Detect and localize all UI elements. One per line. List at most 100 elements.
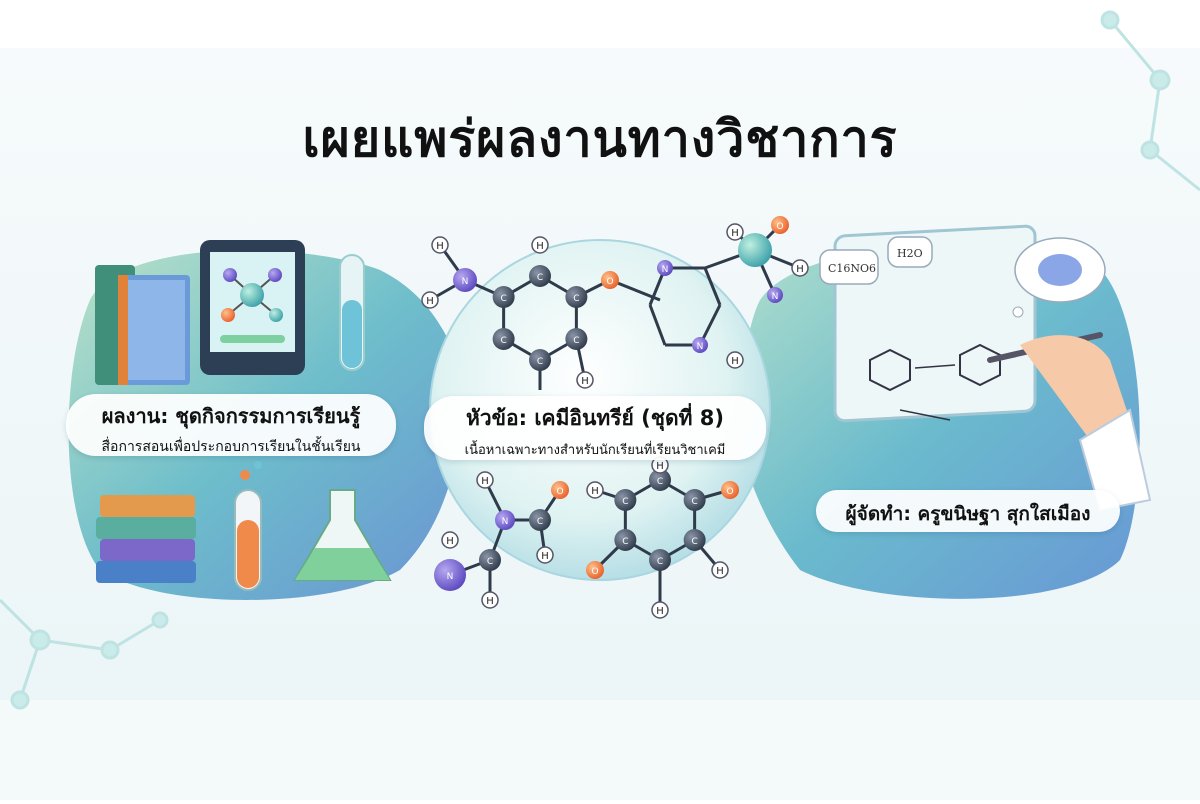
atom-label: H [486, 596, 494, 607]
atom [492, 286, 515, 308]
flask-icon [293, 489, 392, 581]
brain-thought-bubble-icon [1012, 237, 1106, 318]
atom [565, 328, 588, 350]
right-panel-label: ผู้จัดทำ: ครูขนิษฐา สุกใสเมือง [816, 490, 1120, 532]
atom [551, 481, 569, 499]
atom-label: C [500, 294, 506, 304]
atom [531, 236, 549, 254]
books-icon [95, 265, 190, 385]
atom [586, 561, 604, 579]
atom-label: N [462, 277, 469, 287]
atom-label: H [656, 606, 664, 617]
atom-label: C [691, 537, 697, 547]
atom [721, 481, 739, 499]
atom [431, 236, 449, 254]
atom [492, 328, 515, 350]
atom [738, 233, 772, 267]
atom-label: H [731, 228, 739, 239]
atom [614, 489, 637, 511]
atom-label: C [487, 557, 493, 567]
atom [536, 546, 554, 564]
atom [657, 260, 673, 276]
atom-label: N [502, 517, 509, 527]
atom [434, 559, 466, 591]
formula-text-1: C16NO6 [828, 262, 876, 275]
atom-label: C [537, 357, 543, 367]
atom [476, 471, 494, 489]
formula-bubble-1: C16NO6 [819, 249, 879, 285]
atom-label: H [731, 356, 739, 367]
atom-label: C [622, 537, 628, 547]
atom [565, 286, 588, 308]
formula-text-2: H2O [897, 247, 923, 260]
atom-label: C [573, 336, 579, 346]
hand-with-pen-icon [987, 332, 1152, 512]
atom [441, 531, 459, 549]
atom [586, 481, 604, 499]
atom-label: C [657, 477, 663, 487]
atom [495, 510, 515, 530]
right-panel-heading: ผู้จัดทำ: ครูขนิษฐา สุกใสเมือง [845, 503, 1091, 525]
atom-label: H [591, 486, 599, 497]
formula-bubble-2: H2O [887, 236, 933, 268]
atom-label: O [776, 222, 783, 232]
atom [692, 337, 708, 353]
atom-label: O [556, 487, 563, 497]
center-panel-subheading: เนื้อหาเฉพาะทางสำหรับนักเรียนที่เรียนวิช… [464, 443, 726, 458]
left-panel-label: ผลงาน: ชุดกิจกรรมการเรียนรู้ สื่อการสอนเ… [66, 394, 396, 456]
test-tube-orange-icon [234, 461, 262, 591]
atom [614, 529, 637, 551]
atom [683, 489, 706, 511]
stacked-books-icon [96, 495, 196, 583]
test-tube-icon [339, 254, 365, 371]
atom-label: C [691, 497, 697, 507]
atom [726, 351, 744, 369]
center-panel-label: หัวข้อ: เคมีอินทรีย์ (ชุดที่ 8) เนื้อหาเ… [424, 396, 766, 460]
atom [767, 287, 783, 303]
atom-label: H [716, 566, 724, 577]
atom [771, 216, 789, 234]
atom-label: H [481, 476, 489, 487]
atom-label: H [536, 241, 544, 252]
atom [683, 529, 706, 551]
atom [726, 223, 744, 241]
atom [529, 509, 551, 531]
atom [711, 561, 729, 579]
atom-label: O [591, 567, 598, 577]
atom-label: H [796, 264, 804, 275]
whiteboard-icon [833, 224, 1037, 423]
atom [791, 259, 809, 277]
atom-label: H [581, 376, 589, 387]
page-title: เผยแพร่ผลงานทางวิชาการ [302, 110, 898, 168]
atom-label: C [657, 557, 663, 567]
atom-label: C [537, 273, 543, 283]
atom-label: N [772, 292, 779, 302]
atom-label: O [606, 277, 613, 287]
atom [421, 291, 439, 309]
atom-label: H [656, 461, 664, 472]
bond [648, 304, 667, 346]
atom-label: C [500, 336, 506, 346]
atom-label: C [573, 294, 579, 304]
atom [529, 265, 551, 287]
atom-label: N [662, 265, 669, 275]
atom-label: O [726, 487, 733, 497]
tablet-icon [200, 240, 305, 375]
corner-molecule-decoration [0, 10, 1200, 710]
atom [649, 549, 671, 571]
atom [601, 271, 619, 289]
atom [529, 349, 551, 371]
atom-label: H [541, 551, 549, 562]
atom [453, 268, 477, 292]
atom [481, 591, 499, 609]
atom [649, 469, 671, 491]
atom-label: N [697, 342, 704, 352]
bond [703, 267, 722, 306]
left-panel-heading: ผลงาน: ชุดกิจกรรมการเรียนรู้ [101, 404, 361, 428]
atom-label: H [426, 296, 434, 307]
atom-label: H [436, 241, 444, 252]
atom-label: H [446, 536, 454, 547]
atom [576, 371, 594, 389]
